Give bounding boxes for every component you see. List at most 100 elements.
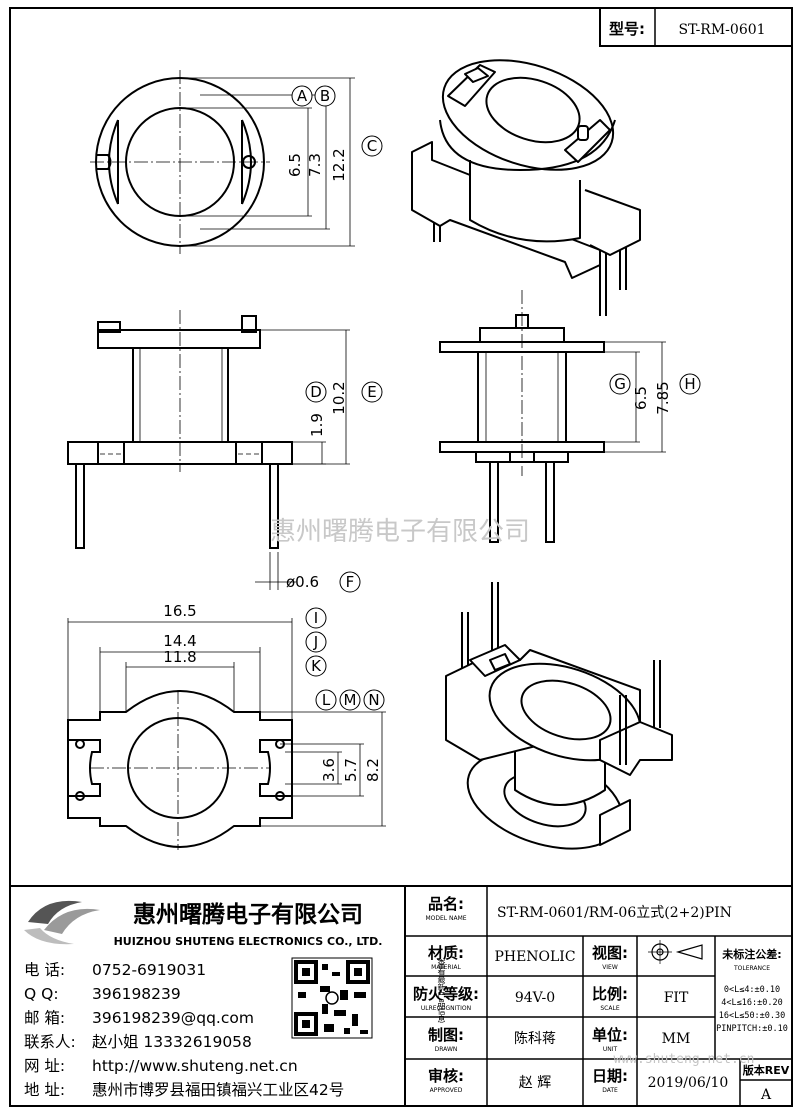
tolerance-row: PINPITCH:±0.10 (716, 1024, 788, 1034)
dim-b-value: 7.3 (306, 153, 324, 177)
callout-l: L (322, 691, 331, 709)
contact-label: 联系人: (24, 1033, 76, 1051)
contact-label: 网 址: (24, 1057, 65, 1075)
unit-label: 单位: (592, 1026, 628, 1044)
scale-label-en: SCALE (600, 1005, 619, 1012)
contact-value[interactable]: http://www.shuteng.net.cn (92, 1057, 298, 1075)
contact-value: 惠州市博罗县福田镇福兴工业区42号 (92, 1081, 344, 1099)
watermark-text: 惠州曙腾电子有限公司 (270, 517, 530, 547)
view-label: 视图: (592, 944, 628, 962)
unit-label-en: UNIT (603, 1046, 618, 1053)
dim-i-value: 16.5 (163, 602, 196, 620)
projection-symbol-icon (648, 940, 703, 964)
dim-l-value: 3.6 (320, 758, 338, 782)
front-view-labels: 1.9 10.2 D E ø0.6 F (286, 381, 383, 593)
dim-e-value: 10.2 (330, 381, 348, 414)
iso-view-bottom (445, 582, 673, 850)
dim-d-value: 1.9 (308, 413, 326, 437)
bottom-view-labels: 16.5 14.4 11.8 I J K L M N 3.6 5.7 8.2 (163, 602, 385, 782)
title-block: 品名: MODEL NAME ST-RM-0601/RM-06立式(2+2)PI… (413, 895, 790, 1103)
tolerance-row: 16<L≤50:±0.30 (719, 1011, 786, 1021)
watermark-url: www.shuteng.net.cn (614, 1052, 755, 1067)
callout-g: G (614, 375, 626, 393)
flame-label: 防火等级: (413, 985, 479, 1003)
material-label: 材质: (428, 944, 464, 962)
callout-f: F (346, 573, 355, 591)
rev-label: 版本REV (743, 1063, 790, 1077)
material-label-en: MATERIAL (431, 964, 461, 971)
contact-label: 地 址: (24, 1081, 65, 1099)
contact-list: 电 话: 0752-6919031 Q Q: 396198239 邮 箱: 39… (24, 961, 344, 1099)
callout-e: E (367, 383, 376, 401)
top-view-labels: 6.5 7.3 12.2 A B C (286, 85, 383, 182)
dim-h-value: 7.85 (654, 381, 672, 414)
drawn-label-en: DRAWN (435, 1046, 458, 1053)
tolerance-row: 4<L≤16:±0.20 (721, 998, 782, 1008)
model-label: 型号: (609, 20, 645, 38)
dim-n-value: 8.2 (364, 758, 382, 782)
material-value: PHENOLIC (494, 949, 575, 965)
date-value: 2019/06/10 (648, 1075, 729, 1091)
callout-k: K (311, 657, 322, 675)
view-label-en: VIEW (602, 964, 618, 971)
title-block-grid (405, 886, 792, 1106)
rev-value: A (760, 1087, 772, 1103)
callout-n: N (368, 691, 379, 709)
dim-j-value: 14.4 (163, 632, 196, 650)
date-label: 日期: (592, 1067, 628, 1085)
contact-value: 396198239 (92, 985, 181, 1003)
company-name-cn: 惠州曙腾电子有限公司 (133, 901, 363, 928)
side-view-labels: 6.5 7.85 G H (609, 373, 701, 415)
iso-view-top (411, 59, 641, 316)
sheet-border (9, 7, 793, 1107)
dim-c-value: 12.2 (330, 148, 348, 181)
qr-code (291, 957, 373, 1039)
contact-label: 电 话: (24, 961, 65, 979)
callout-m: M (344, 691, 357, 709)
contact-value: 396198239@qq.com (92, 1009, 254, 1027)
callout-d: D (310, 383, 322, 401)
model-name-label: 品名: (428, 895, 464, 913)
tolerance-title: 未标注公差: (721, 947, 781, 961)
approved-value: 赵 辉 (519, 1075, 551, 1091)
contact-value: 赵小姐 13332619058 (92, 1033, 252, 1051)
tolerance-title-en: TOLERANCE (733, 965, 770, 972)
callout-h: H (684, 375, 695, 393)
model-header: 型号: ST-RM-0601 (599, 7, 793, 47)
tolerance-row: 0<L≤4:±0.10 (724, 985, 780, 995)
front-view (67, 310, 350, 590)
callout-a: A (297, 87, 308, 105)
dim-m-value: 5.7 (342, 758, 360, 782)
contact-label: Q Q: (24, 985, 59, 1003)
top-view (90, 70, 355, 254)
model-name-label-en: MODEL NAME (425, 915, 466, 922)
callout-b: B (320, 87, 330, 105)
date-label-en: DATE (602, 1087, 618, 1094)
model-value: ST-RM-0601 (678, 22, 765, 38)
side-view (439, 290, 666, 543)
dim-a-value: 6.5 (286, 153, 304, 177)
flame-label-en: ULRECOGNITION (421, 1005, 471, 1012)
approved-label: 审核: (428, 1067, 464, 1085)
dim-k-value: 11.8 (163, 648, 196, 666)
drawn-label: 制图: (428, 1026, 464, 1044)
company-name-en: HUIZHOU SHUTENG ELECTRONICS CO., LTD. (114, 935, 383, 948)
flame-value: 94V-0 (515, 990, 555, 1006)
model-name-value: ST-RM-0601/RM-06立式(2+2)PIN (497, 905, 732, 921)
unit-value: MM (662, 1031, 691, 1047)
contact-label: 邮 箱: (24, 1009, 65, 1027)
company-logo (24, 900, 100, 945)
approved-label-en: APPROVED (430, 1087, 463, 1094)
callout-c: C (367, 137, 377, 155)
dim-f-value: ø0.6 (286, 573, 319, 591)
scale-label: 比例: (592, 985, 628, 1003)
callout-j: J (313, 633, 318, 651)
scale-value: FIT (664, 990, 689, 1006)
dim-g-value: 6.5 (632, 386, 650, 410)
bottom-view (67, 618, 386, 850)
drawn-value: 陈科蒋 (514, 1030, 556, 1047)
callout-i: I (314, 609, 318, 627)
contact-value: 0752-6919031 (92, 961, 206, 979)
